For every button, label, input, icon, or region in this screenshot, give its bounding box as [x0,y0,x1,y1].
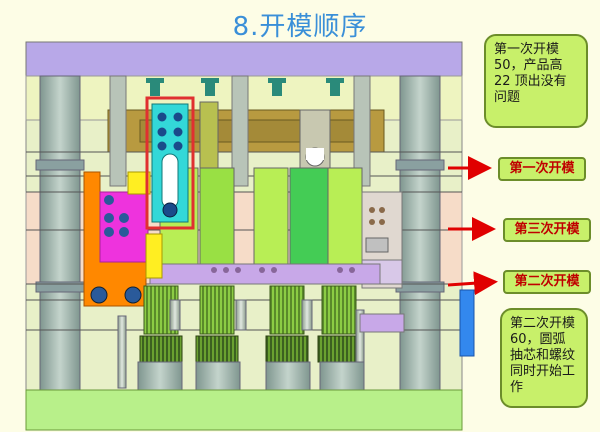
label-first-opening: 第一次开模 [498,157,586,181]
orange-side-slider [83,171,163,307]
stage-arrows [447,156,498,296]
slide-title: 8.开模顺序 [232,12,368,42]
top-screws [146,78,344,96]
ejector-bushings [137,361,365,391]
link-bar-group [145,96,195,230]
arrow-second-opening [447,271,498,296]
ejector-pins [117,299,365,389]
label-second-opening: 第二次开模 [503,270,591,294]
blue-side-rail [459,289,475,357]
bottom-clamp-plate [25,389,463,431]
slide-plate-bolts [211,267,355,273]
support-pillars [109,75,371,187]
top-clamp-plate [25,41,463,77]
ejector-gears [139,285,361,363]
ejector-retainer [359,313,405,333]
slide-plate [149,263,381,285]
note-second-opening: 第二次开模60，圆弧抽芯和螺纹同时开始工作 [500,308,588,408]
label-third-opening: 第三次开模 [503,218,591,242]
red-highlight-frame [145,96,195,230]
note-first-opening: 第一次开模50，产品高22 顶出没有问题 [484,34,588,128]
